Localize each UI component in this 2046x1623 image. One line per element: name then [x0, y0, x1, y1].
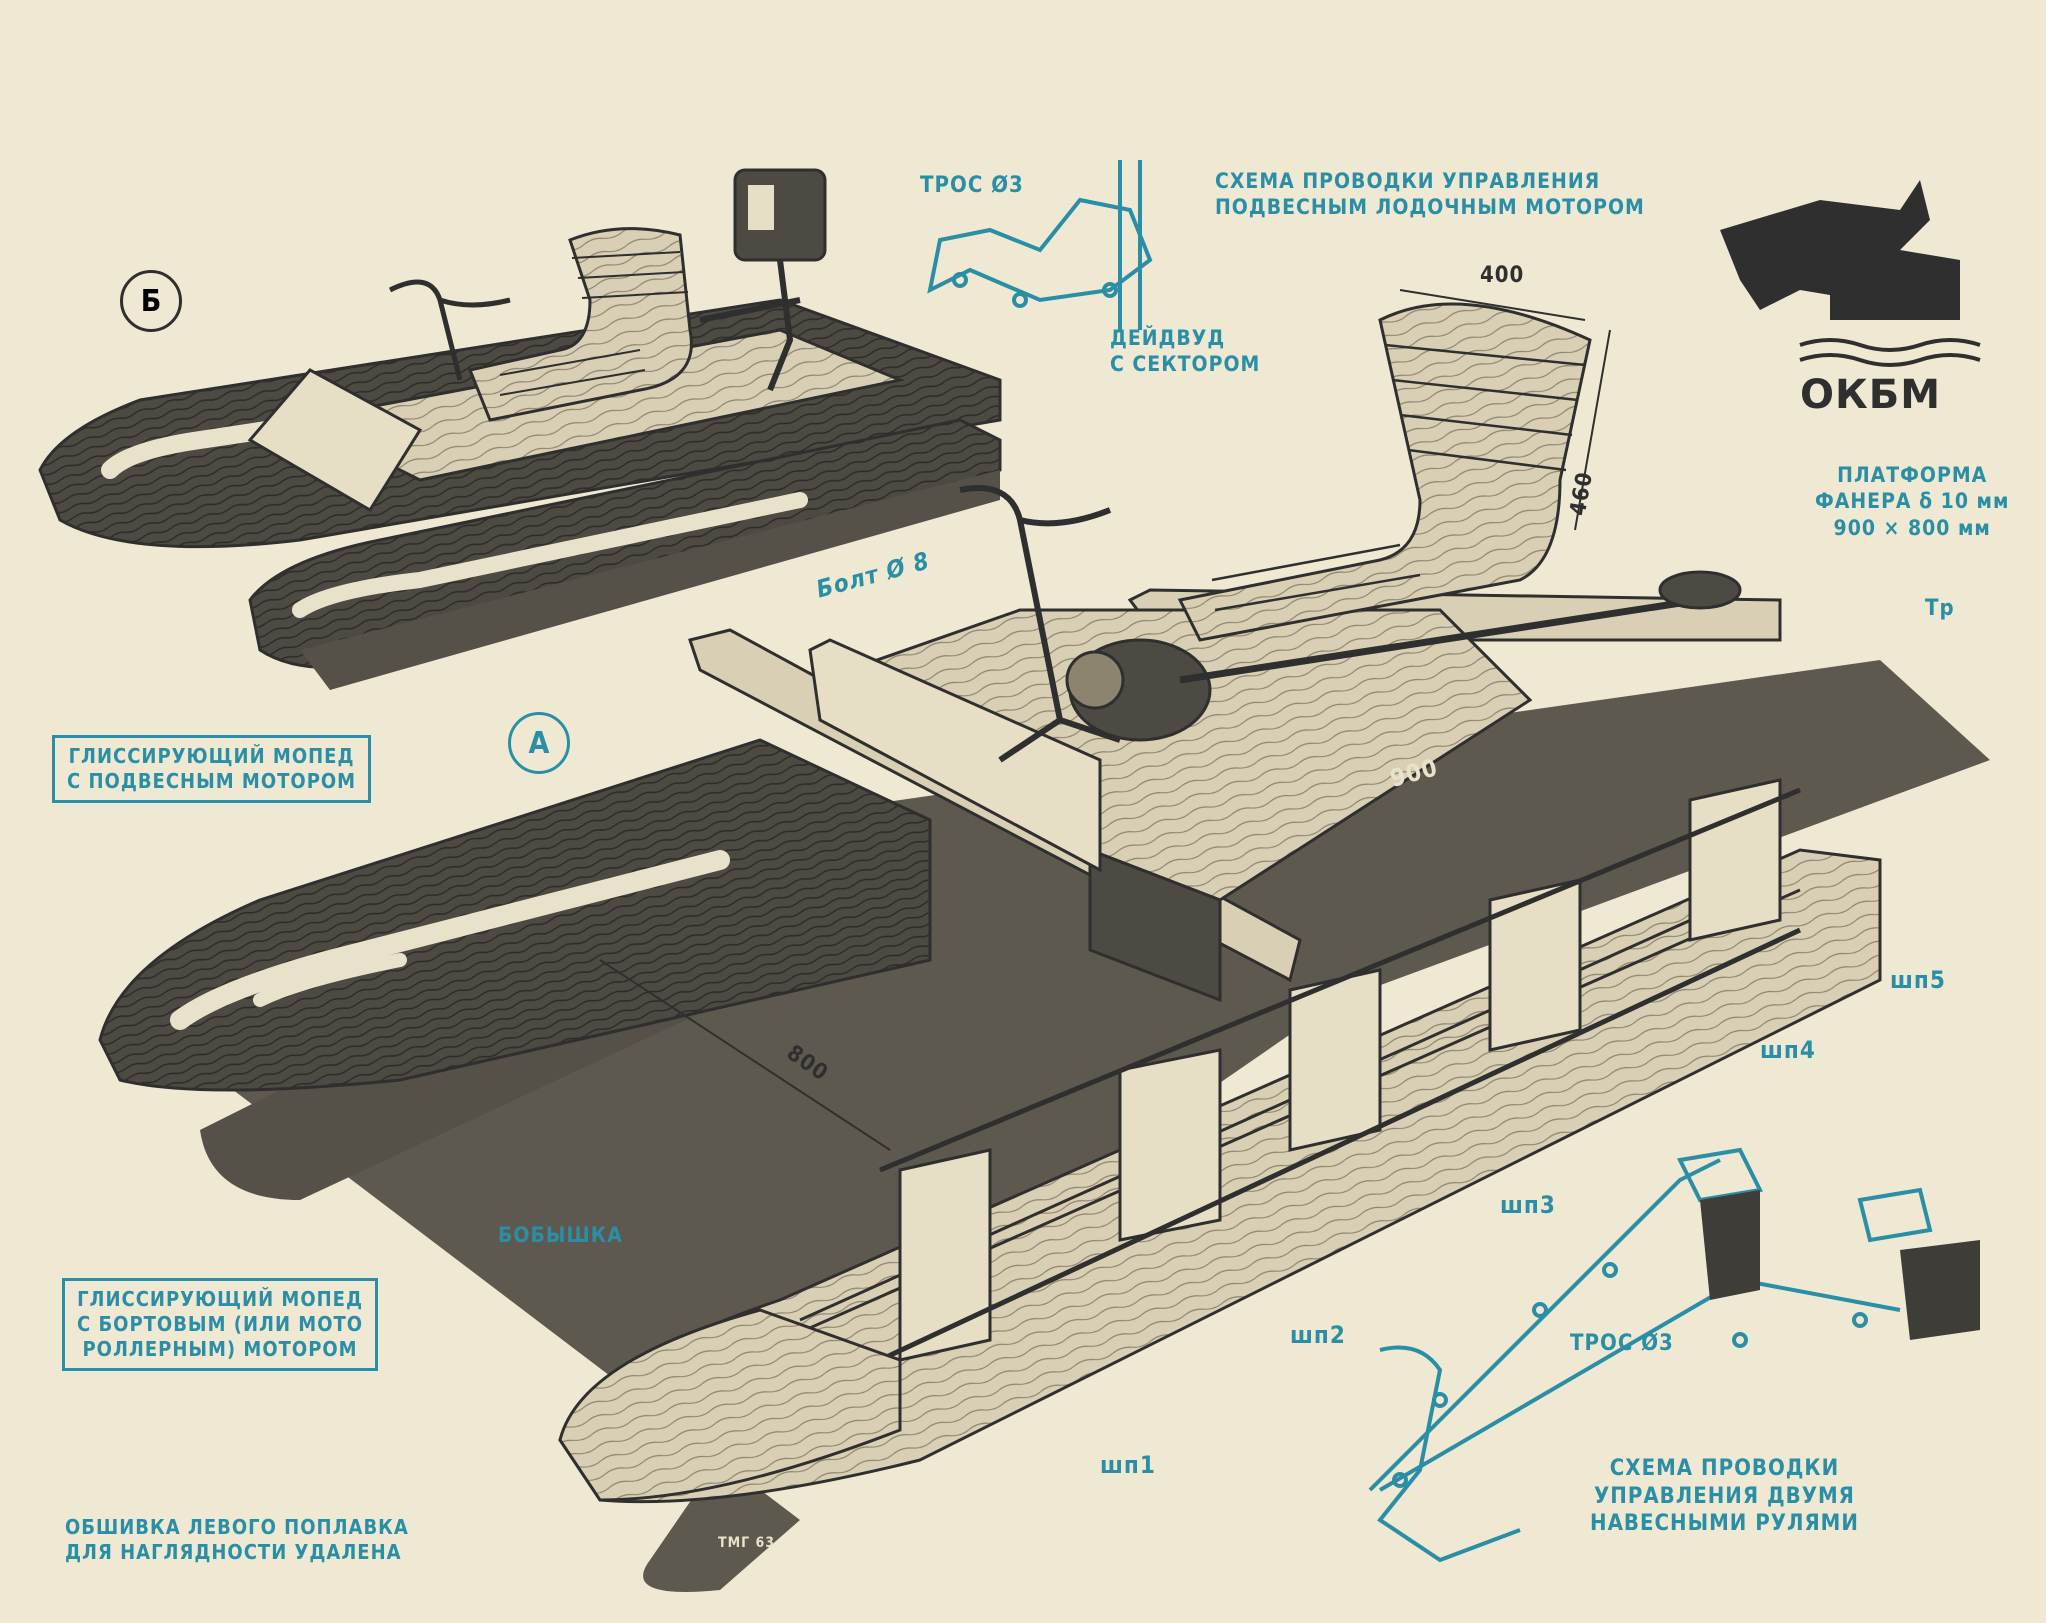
frame-sp4-label: шп4	[1760, 1036, 1816, 1064]
sheathing-note-line2: ДЛЯ НАГЛЯДНОСТИ УДАЛЕНА	[65, 1540, 402, 1564]
propeller	[1658, 570, 1742, 610]
boss-label: БОБЫШКА	[498, 1223, 623, 1247]
cable-bottom-label: ТРОС Ø3	[1570, 1331, 1674, 1356]
platform-label: ПЛАТФОРМА ФАНЕРА δ 10 мм 900 × 800 мм	[1815, 462, 2009, 541]
variant-a-catamaran	[98, 289, 1990, 1592]
frame-sp3-label: шп3	[1500, 1191, 1556, 1219]
platform-label-line2: ФАНЕРА δ 10 мм	[1815, 489, 2010, 514]
platform-label-line1: ПЛАТФОРМА	[1837, 463, 1988, 487]
artist-signature: ТМГ 63	[718, 1535, 776, 1551]
moped-outboard-line1: ГЛИССИРУЮЩИЙ МОПЕД	[68, 744, 355, 768]
rudder-scheme-title-line3: НАВЕСНЫМИ РУЛЯМИ	[1590, 1511, 1859, 1536]
rudder-scheme-title-line2: УПРАВЛЕНИЯ ДВУМЯ	[1594, 1483, 1855, 1509]
deadwood-label-line1: ДЕЙДВУД	[1110, 326, 1226, 350]
fish-logo-icon	[1720, 180, 1930, 310]
variant-b-catamaran	[38, 168, 1002, 690]
rudder-scheme-title: СХЕМА ПРОВОДКИ УПРАВЛЕНИЯ ДВУМЯ НАВЕСНЫМ…	[1590, 1455, 1859, 1538]
platform-label-line3: 900 × 800 мм	[1833, 515, 1991, 540]
outboard-scheme-title-line1: СХЕМА ПРОВОДКИ УПРАВЛЕНИЯ	[1215, 169, 1601, 193]
outboard-control-scheme	[927, 160, 1153, 330]
handlebar	[959, 485, 1121, 763]
frame-sp5-label: шп5	[1890, 966, 1946, 994]
moped-board-box: ГЛИССИРУЮЩИЙ МОПЕД С БОРТОВЫМ (ИЛИ МОТО …	[62, 1278, 379, 1371]
variant-b-marker: Б	[120, 270, 182, 332]
sheathing-note: ОБШИВКА ЛЕВОГО ПОПЛАВКА ДЛЯ НАГЛЯДНОСТИ …	[65, 1515, 409, 1565]
frame-sp2-label: шп2	[1290, 1321, 1346, 1349]
variant-a-marker: А	[508, 712, 570, 774]
sheathing-note-line1: ОБШИВКА ЛЕВОГО ПОПЛАВКА	[65, 1515, 409, 1539]
okbm-logo-text: ОКБМ	[1800, 372, 1941, 418]
moped-outboard-line2: С ПОДВЕСНЫМ МОТОРОМ	[67, 769, 357, 793]
moped-board-line1: ГЛИССИРУЮЩИЙ МОПЕД	[77, 1287, 363, 1311]
outboard-scheme-title: СХЕМА ПРОВОДКИ УПРАВЛЕНИЯ ПОДВЕСНЫМ ЛОДО…	[1215, 168, 1645, 221]
rudder-blades	[1700, 1190, 1980, 1340]
tr-label: Тр	[1925, 596, 1955, 621]
frame-sp1-label: шп1	[1100, 1451, 1156, 1479]
moped-board-line3: РОЛЛЕРНЫМ) МОТОРОМ	[82, 1337, 358, 1361]
deadwood-label: ДЕЙДВУД С СЕКТОРОМ	[1110, 325, 1260, 378]
outboard-scheme-title-line2: ПОДВЕСНЫМ ЛОДОЧНЫМ МОТОРОМ	[1215, 195, 1645, 220]
seat	[1177, 302, 1592, 642]
rudder-scheme-title-line1: СХЕМА ПРОВОДКИ	[1609, 1456, 1840, 1481]
dimension-400: 400	[1480, 263, 1525, 288]
deadwood-label-line2: С СЕКТОРОМ	[1110, 352, 1261, 377]
moped-outboard-box: ГЛИССИРУЮЩИЙ МОПЕД С ПОДВЕСНЫМ МОТОРОМ	[52, 735, 372, 803]
moped-board-line2: С БОРТОВЫМ (ИЛИ МОТО	[77, 1312, 364, 1336]
cable-top-label: ТРОС Ø3	[920, 173, 1024, 198]
okbm-logo	[1720, 180, 1981, 367]
